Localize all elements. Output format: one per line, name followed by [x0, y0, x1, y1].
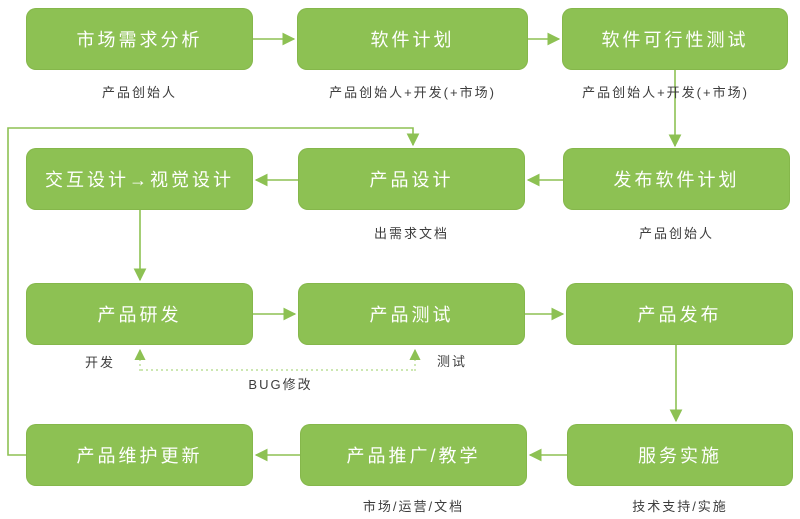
role-label-software-plan: 产品创始人+开发(+市场)	[329, 85, 496, 100]
node-ux-visual-design[interactable]: 交互设计→视觉设计	[26, 148, 253, 210]
node-product-dev[interactable]: 产品研发	[26, 283, 253, 345]
node-market-analysis[interactable]: 市场需求分析	[26, 8, 253, 70]
node-label: 产品推广/教学	[346, 446, 481, 466]
node-maintenance[interactable]: 产品维护更新	[26, 424, 253, 486]
node-software-plan[interactable]: 软件计划	[297, 8, 528, 70]
output-label-product-design: 出需求文档	[373, 226, 449, 241]
node-release-plan[interactable]: 发布软件计划	[563, 148, 790, 210]
role-label-promotion: 市场/运营/文档	[362, 499, 465, 514]
node-label: 产品测试	[369, 305, 454, 325]
node-label: 发布软件计划	[613, 170, 740, 190]
edge-maintenance-feedback-to-product-design	[7, 127, 420, 456]
node-promotion[interactable]: 产品推广/教学	[300, 424, 527, 486]
bugfix-annotation: BUG修改	[248, 377, 313, 392]
role-label-product-dev: 开发	[84, 355, 115, 370]
node-label: 市场需求分析	[76, 30, 203, 50]
role-label-market-analysis: 产品创始人	[101, 85, 177, 100]
node-label: 产品研发	[97, 305, 182, 325]
node-label: 软件计划	[370, 30, 455, 50]
node-label: 软件可行性测试	[601, 30, 749, 50]
node-product-release[interactable]: 产品发布	[566, 283, 793, 345]
node-label: 产品发布	[637, 305, 722, 325]
node-product-test[interactable]: 产品测试	[298, 283, 525, 345]
role-label-release-plan: 产品创始人	[638, 226, 714, 241]
role-label-product-test: 测试	[436, 354, 467, 369]
node-feasibility-test[interactable]: 软件可行性测试	[562, 8, 788, 70]
node-label: 产品设计	[369, 170, 454, 190]
role-label-service: 技术支持/实施	[632, 499, 728, 514]
node-label: 产品维护更新	[76, 446, 203, 466]
node-service[interactable]: 服务实施	[567, 424, 793, 486]
node-label: 服务实施	[638, 446, 722, 466]
node-product-design[interactable]: 产品设计	[298, 148, 525, 210]
role-label-feasibility-test: 产品创始人+开发(+市场)	[582, 85, 749, 100]
node-label: 交互设计→视觉设计	[45, 170, 234, 190]
